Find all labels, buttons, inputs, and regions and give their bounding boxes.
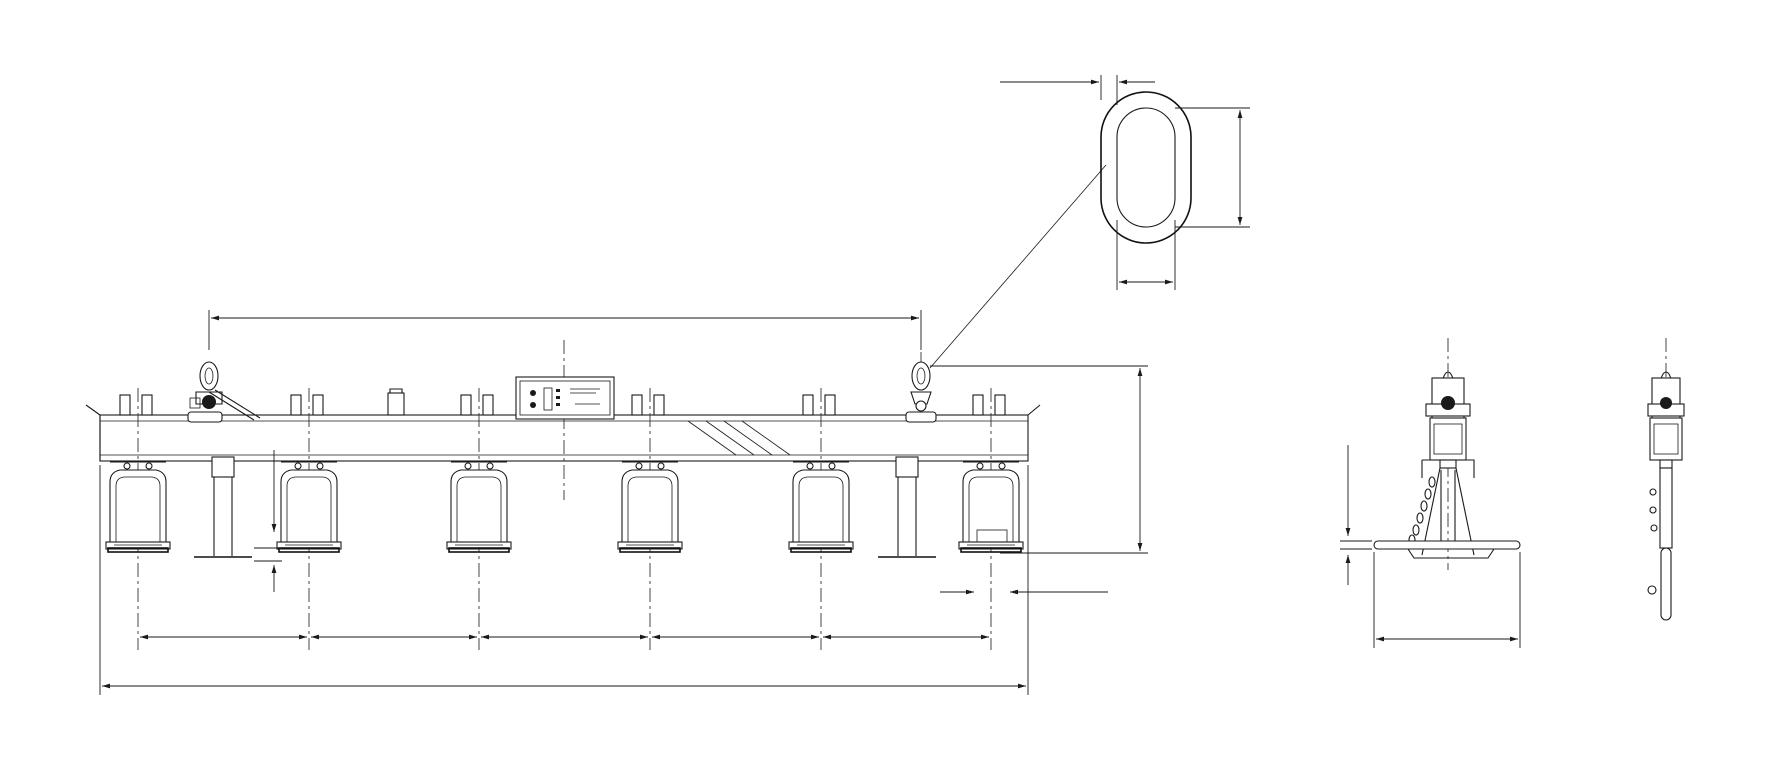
- support-leg-left: [194, 456, 252, 558]
- magnet-unit: [105, 388, 171, 650]
- magnet-unit: [276, 388, 342, 650]
- end-view: [1647, 338, 1685, 621]
- lifting-shackle-left: [187, 361, 261, 423]
- control-box: [515, 376, 615, 420]
- support-leg-right: [878, 456, 936, 558]
- magnet-unit: [446, 388, 512, 650]
- lifting-shackle-right: [905, 352, 937, 423]
- front-view: [85, 164, 1148, 695]
- magnet-unit: [788, 388, 854, 650]
- magnet-unit: [958, 388, 1024, 650]
- top-lug: [387, 388, 405, 416]
- magnet-units: [105, 388, 1024, 650]
- beam-hatch: [687, 420, 791, 456]
- shackle-detail-view: [1000, 75, 1250, 290]
- magnet-unit: [617, 388, 683, 650]
- side-view: [1340, 338, 1521, 648]
